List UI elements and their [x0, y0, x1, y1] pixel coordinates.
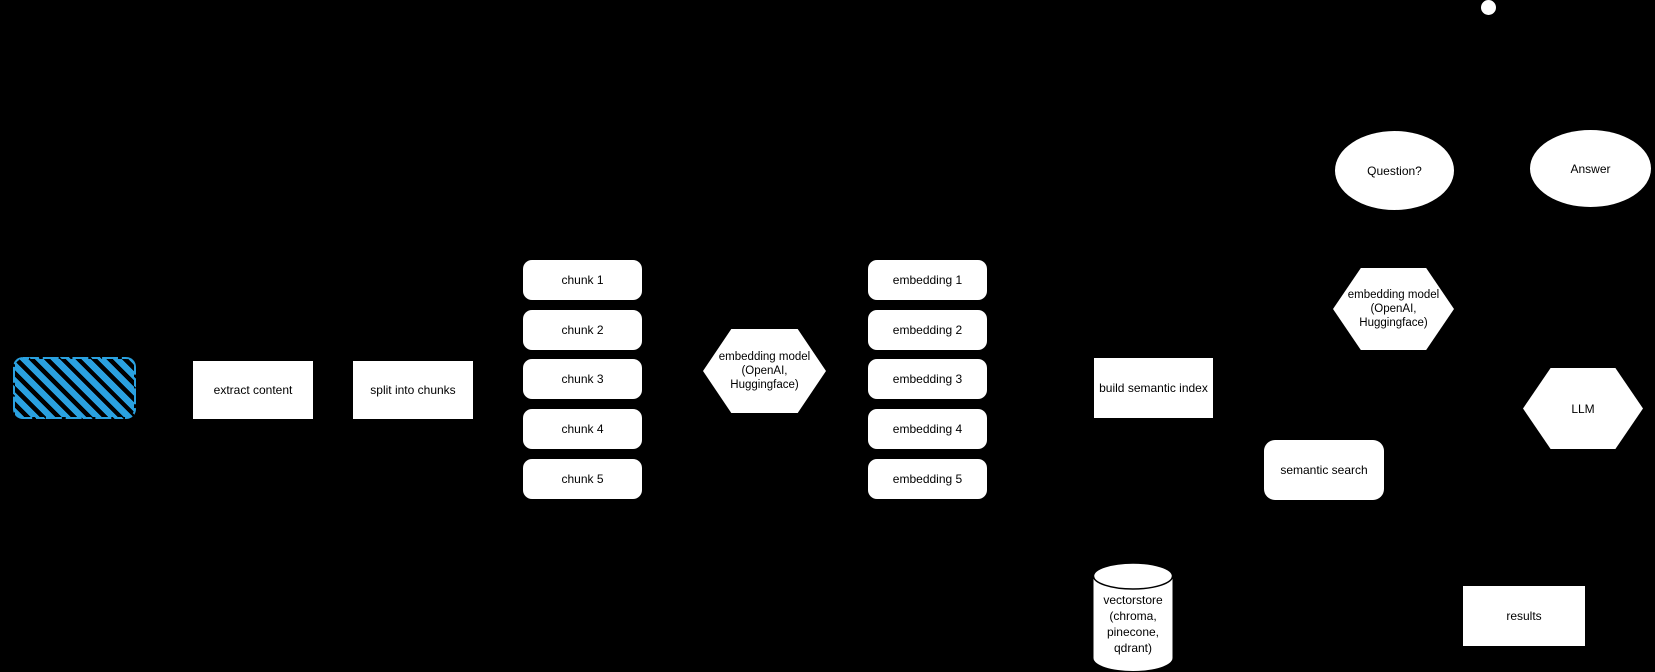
extract-content-label: extract content [213, 383, 293, 397]
embedding-2-node: embedding 2 [868, 310, 987, 350]
embedding-3-node: embedding 3 [868, 359, 987, 399]
chunk-3-node: chunk 3 [523, 359, 642, 399]
answer-node: Answer [1530, 130, 1651, 207]
vectorstore-database-cylinder-icon [1092, 562, 1174, 671]
embedding-3-label: embedding 3 [892, 372, 963, 386]
embedding-model-query-label: embedding model (OpenAI, Huggingface) [1347, 289, 1440, 329]
embedding-model-indexing-label: embedding model (OpenAI, Huggingface) [718, 351, 811, 391]
embedding-4-label: embedding 4 [892, 422, 963, 436]
question-node: Question? [1335, 131, 1454, 210]
chunk-2-label: chunk 2 [561, 323, 604, 337]
build-semantic-index-node: build semantic index [1094, 358, 1213, 418]
split-into-chunks-label: split into chunks [370, 383, 456, 397]
answer-label: Answer [1570, 161, 1611, 176]
semantic-search-node: semantic search [1264, 440, 1384, 500]
build-semantic-index-label: build semantic index [1099, 381, 1208, 395]
embedding-1-node: embedding 1 [868, 260, 987, 300]
embedding-5-label: embedding 5 [892, 472, 963, 486]
semantic-search-label: semantic search [1280, 463, 1368, 477]
endpoint-dot-icon [1481, 0, 1496, 15]
embedding-5-node: embedding 5 [868, 459, 987, 499]
llm-node: LLM [1523, 368, 1643, 449]
chunk-4-node: chunk 4 [523, 409, 642, 449]
chunk-4-label: chunk 4 [561, 422, 604, 436]
question-label: Question? [1367, 163, 1422, 178]
split-into-chunks-node: split into chunks [353, 361, 473, 419]
results-node: results [1463, 586, 1585, 646]
chunk-5-node: chunk 5 [523, 459, 642, 499]
chunk-1-label: chunk 1 [561, 273, 604, 287]
chunk-2-node: chunk 2 [523, 310, 642, 350]
chunk-5-label: chunk 5 [561, 472, 604, 486]
chunk-3-label: chunk 3 [561, 372, 604, 386]
vectorstore-label: vectorstore (chroma, pinecone, qdrant) [1103, 593, 1163, 655]
embedding-4-node: embedding 4 [868, 409, 987, 449]
results-label: results [1506, 609, 1542, 623]
embedding-1-label: embedding 1 [892, 273, 963, 287]
chunk-1-node: chunk 1 [523, 260, 642, 300]
embedding-model-query-node: embedding model (OpenAI, Huggingface) [1333, 268, 1454, 350]
extract-content-node: extract content [193, 361, 313, 419]
embedding-model-indexing-node: embedding model (OpenAI, Huggingface) [703, 329, 826, 413]
llm-label: LLM [1571, 401, 1595, 416]
source-document-node [13, 357, 136, 419]
embedding-2-label: embedding 2 [892, 323, 963, 337]
